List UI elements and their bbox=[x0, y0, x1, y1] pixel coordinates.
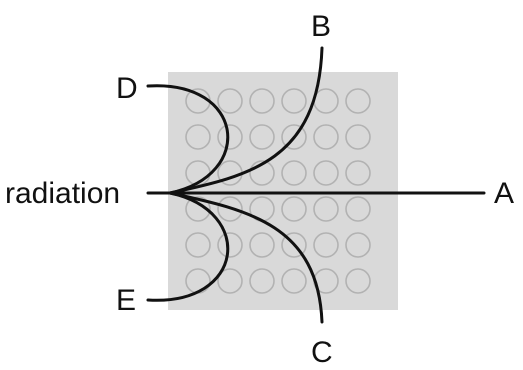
material-block bbox=[168, 72, 398, 310]
label-e: E bbox=[116, 284, 136, 317]
label-a: A bbox=[494, 177, 514, 210]
label-radiation: radiation bbox=[5, 177, 120, 210]
label-b: B bbox=[311, 10, 331, 43]
label-c: C bbox=[311, 336, 333, 369]
label-d: D bbox=[116, 72, 138, 105]
